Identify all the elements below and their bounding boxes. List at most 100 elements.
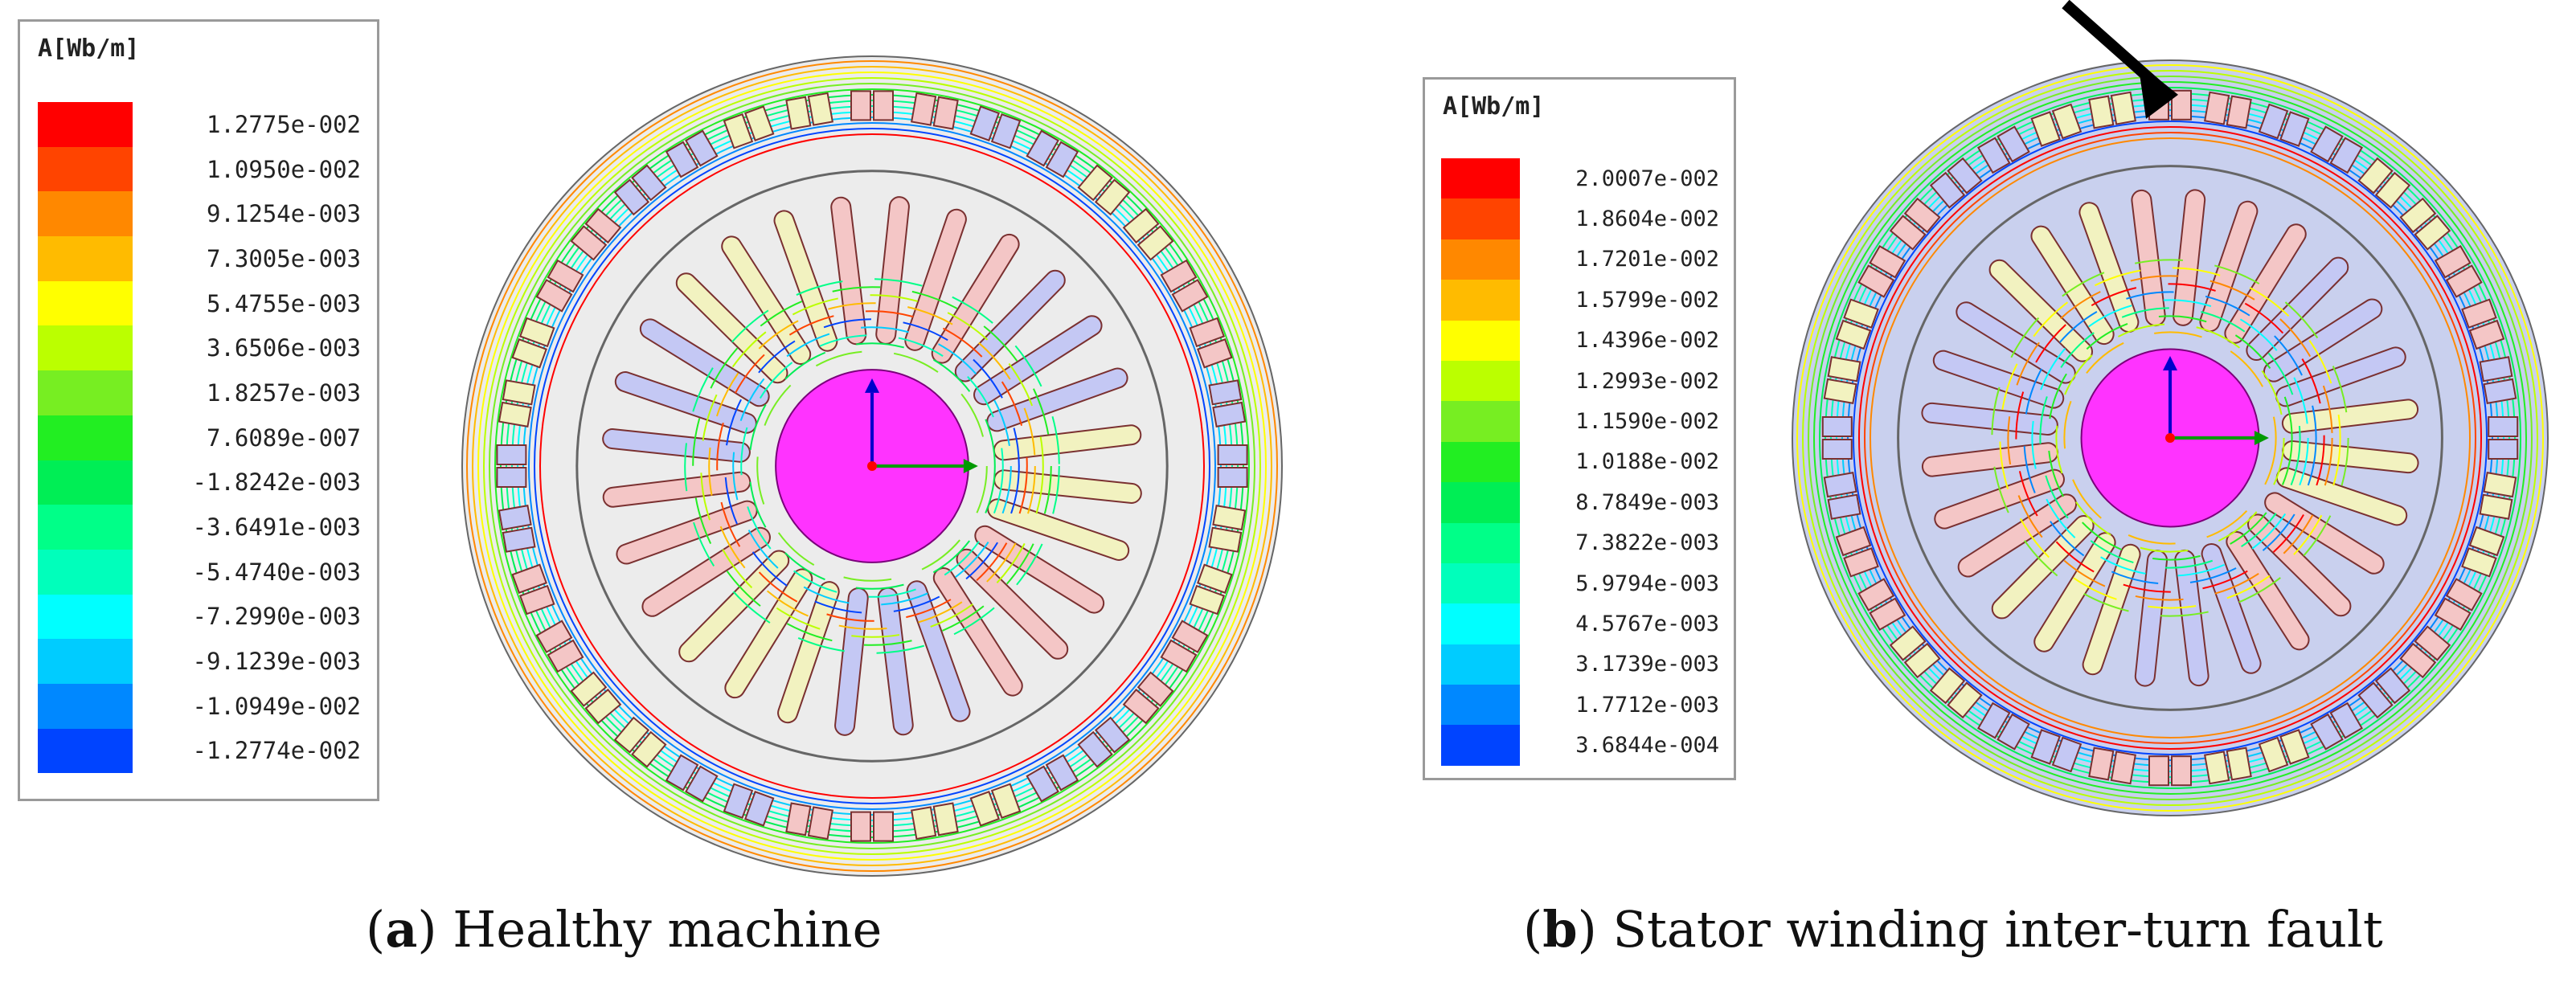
coil-side — [911, 92, 937, 126]
flux-contour — [2031, 299, 2309, 577]
coil-side — [1094, 178, 1131, 216]
legend-entry: 1.2993e-002 — [1441, 360, 1719, 402]
coil-side — [1843, 547, 1879, 578]
legend-entry: 3.1739e-003 — [1441, 644, 1719, 685]
legend-entry: 1.0950e-002 — [38, 146, 361, 192]
legend-entry: 1.8604e-002 — [1441, 198, 1719, 239]
legend-entry: 1.5799e-002 — [1441, 280, 1719, 321]
legend-swatch — [38, 146, 133, 192]
legend-swatch — [1441, 239, 1520, 280]
legend-label: 2.0007e-002 — [1575, 166, 1719, 191]
coil-side — [1122, 207, 1160, 244]
coil-side — [665, 754, 699, 792]
stator-slot — [850, 90, 894, 121]
coil-side — [2310, 713, 2344, 751]
stator-slot — [498, 505, 536, 553]
flux-contour — [716, 310, 1028, 622]
stator-slot — [613, 716, 667, 768]
coil-side — [613, 716, 650, 754]
legend-entry: 7.3822e-003 — [1441, 522, 1719, 563]
legend-entry: -5.4740e-003 — [38, 549, 361, 595]
stator-slot — [496, 444, 527, 488]
stator-slot — [969, 783, 1022, 827]
stator-slot — [570, 207, 622, 261]
stator-slot — [1208, 379, 1247, 427]
rotor-bar — [973, 315, 1103, 406]
coil-side — [785, 802, 812, 837]
coil-side — [2204, 91, 2230, 125]
coil-side — [2258, 736, 2289, 773]
coil-side — [1997, 125, 2030, 163]
coil-side — [1997, 713, 2030, 751]
coil-side — [1889, 625, 1927, 661]
legend-swatch — [38, 594, 133, 640]
legend-label: -1.8242e-003 — [192, 468, 361, 497]
coil-side — [1823, 472, 1857, 498]
legend-label: 7.3005e-003 — [206, 244, 361, 272]
legend-swatch — [38, 683, 133, 729]
caption: (a) Healthy machine — [366, 900, 883, 959]
stator-slot — [2088, 747, 2136, 785]
coil-side — [1827, 493, 1861, 520]
coil-side — [2030, 729, 2061, 765]
coil-side — [2399, 642, 2437, 679]
coil-side — [2204, 751, 2230, 785]
legend-entry: 3.6844e-004 — [1441, 725, 1719, 766]
rotor-bar — [1957, 493, 2078, 578]
rotor-bar-body — [906, 580, 971, 722]
coil-side — [511, 563, 547, 594]
coil-side — [744, 791, 775, 827]
coil-side — [1821, 439, 1853, 460]
legend-entry: 4.5767e-003 — [1441, 603, 1719, 644]
stator-slot — [785, 802, 833, 841]
coil-side — [496, 467, 527, 488]
coil-side — [2468, 319, 2505, 350]
coil-side — [785, 96, 812, 130]
flux-contour — [1802, 70, 2538, 806]
coil-side — [1823, 378, 1857, 404]
air-gap — [575, 170, 1169, 763]
legend-entry: 1.1590e-002 — [1441, 401, 1719, 442]
stator-slot — [511, 317, 555, 369]
coil-side — [631, 164, 667, 202]
legend-swatch — [1441, 401, 1520, 442]
rotor-bar — [974, 525, 1105, 614]
legend-swatch — [1441, 603, 1520, 644]
coil-side — [2434, 245, 2472, 279]
coil-side — [1835, 526, 1872, 557]
legend-label: 5.4755e-003 — [206, 289, 361, 317]
stator-slot — [2204, 747, 2252, 785]
stator-slot — [2357, 157, 2411, 209]
coil-side — [685, 765, 719, 803]
rotor-bar-body — [974, 525, 1105, 614]
coil-side — [518, 317, 555, 348]
stator-slot — [2030, 103, 2083, 147]
coil-side — [2479, 356, 2513, 382]
legend-label: 8.7849e-003 — [1575, 489, 1719, 515]
flux-contour — [511, 105, 1233, 827]
rotor-bar-body — [639, 318, 770, 407]
legend-swatch — [1441, 522, 1520, 563]
stator-slot — [2479, 356, 2517, 404]
coil-side — [2374, 171, 2411, 209]
rotor-bar — [2264, 492, 2385, 575]
legend-label: -7.2990e-003 — [192, 603, 361, 631]
coil-side — [1171, 279, 1209, 313]
coil-side — [685, 129, 719, 167]
coil-side — [1171, 620, 1209, 653]
legend-swatch — [38, 236, 133, 281]
coil-side — [932, 802, 959, 837]
flux-contour — [756, 350, 988, 582]
stator-slot — [665, 129, 719, 178]
legend-entry: 5.4755e-003 — [38, 280, 361, 326]
coil-side — [2483, 378, 2517, 404]
legend-swatch — [38, 505, 133, 550]
coil-side — [613, 178, 650, 216]
coil-side — [873, 90, 894, 121]
stator-slot — [1835, 298, 1879, 350]
rotor-bar-body — [2246, 256, 2349, 362]
flux-contour — [1853, 121, 2488, 755]
coil-side — [2357, 681, 2394, 719]
rotor-bar-body — [675, 272, 788, 384]
